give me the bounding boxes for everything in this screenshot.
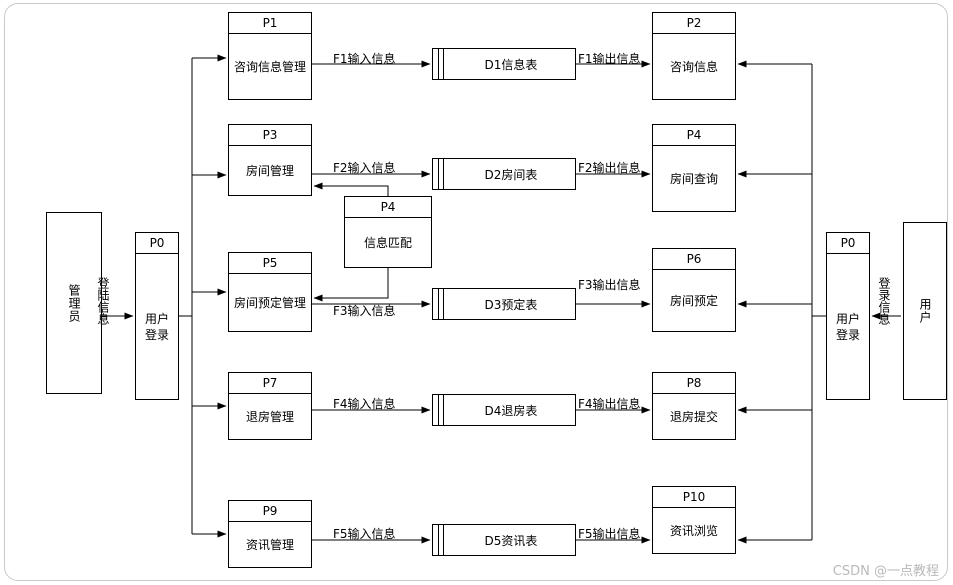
data-store-d5[interactable]: D5资讯表 — [432, 524, 576, 556]
data-store-d4-bar-1 — [438, 395, 439, 425]
process-p1[interactable]: P1 咨询信息管理 — [228, 12, 312, 100]
process-p0-right-line2: 登录 — [835, 327, 860, 342]
process-p7-id: P7 — [229, 373, 311, 394]
process-p4[interactable]: P4 房间查询 — [652, 124, 736, 212]
external-entity-user[interactable]: 用户 — [903, 222, 947, 400]
process-p4-match-id: P4 — [345, 197, 431, 218]
data-store-d1-label: D1信息表 — [484, 57, 538, 72]
process-p8[interactable]: P8 退房提交 — [652, 372, 736, 440]
process-p2[interactable]: P2 咨询信息 — [652, 12, 736, 100]
process-p5[interactable]: P5 房间预定管理 — [228, 252, 312, 332]
process-p4-match[interactable]: P4 信息匹配 — [344, 196, 432, 268]
data-store-d5-bar-2 — [443, 525, 444, 555]
process-p4-name: 房间查询 — [669, 171, 718, 186]
process-p0-right-id: P0 — [827, 233, 869, 254]
process-p9-name: 资讯管理 — [245, 537, 294, 552]
data-store-d4[interactable]: D4退房表 — [432, 394, 576, 426]
data-store-d1-bar-2 — [443, 49, 444, 79]
flow-label-login-left: 登陆信息 — [96, 277, 110, 325]
data-store-d3-bar-2 — [443, 289, 444, 319]
flow-label-f1-in: F1输入信息 — [333, 52, 396, 66]
data-store-d3-label: D3预定表 — [484, 297, 538, 312]
process-p7-name: 退房管理 — [245, 409, 294, 424]
flow-label-f1-out: F1输出信息 — [578, 52, 641, 66]
process-p3-id: P3 — [229, 125, 311, 146]
flow-label-f3-in: F3输入信息 — [333, 304, 396, 318]
process-p8-id: P8 — [653, 373, 735, 394]
process-p3-name: 房间管理 — [245, 163, 294, 178]
data-store-d1-bar-1 — [438, 49, 439, 79]
data-store-d2-bar-1 — [438, 159, 439, 189]
process-p0-right-line1: 用户 — [835, 311, 860, 326]
flow-label-f4-out: F4输出信息 — [578, 397, 641, 411]
process-p6-id: P6 — [653, 249, 735, 270]
flow-label-f5-out: F5输出信息 — [578, 527, 641, 541]
process-p10-id: P10 — [653, 487, 735, 508]
process-p0-left-id: P0 — [136, 233, 178, 254]
external-entity-user-label: 用户 — [918, 298, 932, 324]
external-entity-admin[interactable]: 管理员 — [46, 212, 102, 394]
flow-label-f4-in: F4输入信息 — [333, 397, 396, 411]
process-p0-left-line2: 登录 — [144, 327, 169, 342]
flow-label-login-right: 登录信息 — [877, 277, 891, 325]
process-p9-id: P9 — [229, 501, 311, 522]
flow-label-f3-out: F3输出信息 — [578, 278, 641, 292]
process-p5-name: 房间预定管理 — [233, 295, 306, 310]
external-entity-admin-label: 管理员 — [67, 283, 81, 323]
process-p4-match-name: 信息匹配 — [363, 235, 412, 250]
process-p0-left-line1: 用户 — [144, 311, 169, 326]
diagram-frame — [4, 3, 948, 581]
process-p7[interactable]: P7 退房管理 — [228, 372, 312, 440]
process-p3[interactable]: P3 房间管理 — [228, 124, 312, 196]
data-store-d5-label: D5资讯表 — [484, 533, 538, 548]
data-store-d4-bar-2 — [443, 395, 444, 425]
data-store-d3[interactable]: D3预定表 — [432, 288, 576, 320]
data-store-d4-label: D4退房表 — [484, 403, 538, 418]
process-p0-right-body: 用户 登录 — [827, 254, 869, 399]
flow-label-f2-out: F2输出信息 — [578, 161, 641, 175]
data-store-d2[interactable]: D2房间表 — [432, 158, 576, 190]
process-p6[interactable]: P6 房间预定 — [652, 248, 736, 332]
watermark: CSDN @一点教程 — [832, 564, 939, 579]
process-p5-id: P5 — [229, 253, 311, 274]
process-p9[interactable]: P9 资讯管理 — [228, 500, 312, 568]
data-store-d2-bar-2 — [443, 159, 444, 189]
process-p2-name: 咨询信息 — [669, 59, 718, 74]
process-p6-name: 房间预定 — [669, 293, 718, 308]
flow-label-f2-in: F2输入信息 — [333, 161, 396, 175]
process-p2-id: P2 — [653, 13, 735, 34]
process-p0-right[interactable]: P0 用户 登录 — [826, 232, 870, 400]
flow-label-f5-in: F5输入信息 — [333, 527, 396, 541]
process-p8-name: 退房提交 — [669, 409, 718, 424]
data-store-d3-bar-1 — [438, 289, 439, 319]
data-store-d2-label: D2房间表 — [484, 167, 538, 182]
data-store-d5-bar-1 — [438, 525, 439, 555]
process-p0-left[interactable]: P0 用户 登录 — [135, 232, 179, 400]
process-p10-name: 资讯浏览 — [669, 523, 718, 538]
process-p1-name: 咨询信息管理 — [233, 59, 306, 74]
process-p1-id: P1 — [229, 13, 311, 34]
process-p4-id: P4 — [653, 125, 735, 146]
process-p10[interactable]: P10 资讯浏览 — [652, 486, 736, 554]
process-p0-left-body: 用户 登录 — [136, 254, 178, 399]
data-store-d1[interactable]: D1信息表 — [432, 48, 576, 80]
